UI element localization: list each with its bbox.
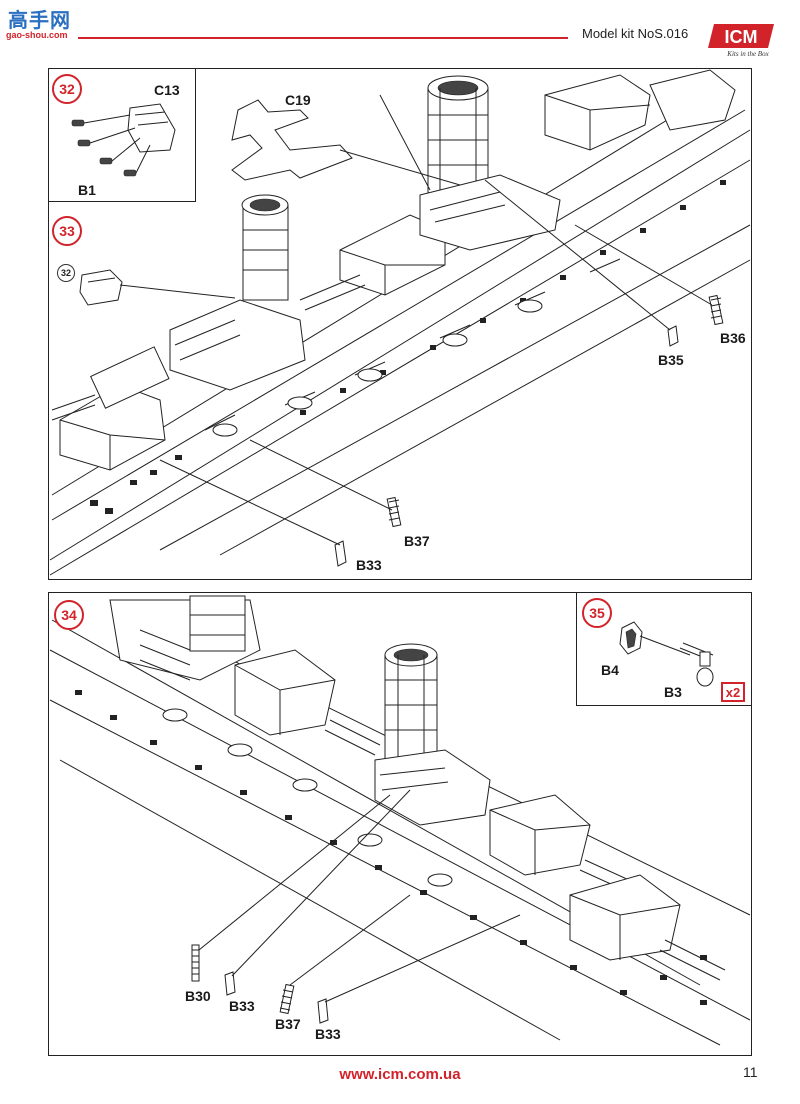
quantity-multiplier: x2 bbox=[721, 682, 745, 702]
step-32-reference: 32 bbox=[57, 264, 75, 282]
part-label-c19: C19 bbox=[285, 92, 311, 108]
part-label-b1: B1 bbox=[78, 182, 96, 198]
icm-logo-icon: ICM Kits in the Box bbox=[708, 24, 774, 58]
header-rule bbox=[78, 37, 568, 39]
step-32-badge: 32 bbox=[52, 74, 82, 104]
part-label-b36: B36 bbox=[720, 330, 746, 346]
brand-name: ICM bbox=[725, 27, 758, 47]
part-label-b35: B35 bbox=[658, 352, 684, 368]
part-label-b33-b: B33 bbox=[315, 1026, 341, 1042]
part-label-b30: B30 bbox=[185, 988, 211, 1004]
part-label-b4: B4 bbox=[601, 662, 619, 678]
step-34-badge: 34 bbox=[54, 600, 84, 630]
part-label-b37: B37 bbox=[404, 533, 430, 549]
footer-website[interactable]: www.icm.com.ua bbox=[339, 1066, 461, 1083]
site-logo-text: 高手网 bbox=[8, 8, 71, 32]
page-number: 11 bbox=[743, 1064, 758, 1080]
brand-tagline: Kits in the Box bbox=[726, 50, 769, 58]
part-label-b3: B3 bbox=[664, 684, 682, 700]
part-label-b33-a: B33 bbox=[229, 998, 255, 1014]
part-label-b37: B37 bbox=[275, 1016, 301, 1032]
part-label-b33: B33 bbox=[356, 557, 382, 573]
step-33-badge: 33 bbox=[52, 216, 82, 246]
step-35-badge: 35 bbox=[582, 598, 612, 628]
part-label-c13: C13 bbox=[154, 82, 180, 98]
site-logo-subtext: gao-shou.com bbox=[6, 30, 68, 40]
kit-number: Model kit NoS.016 bbox=[582, 26, 689, 41]
